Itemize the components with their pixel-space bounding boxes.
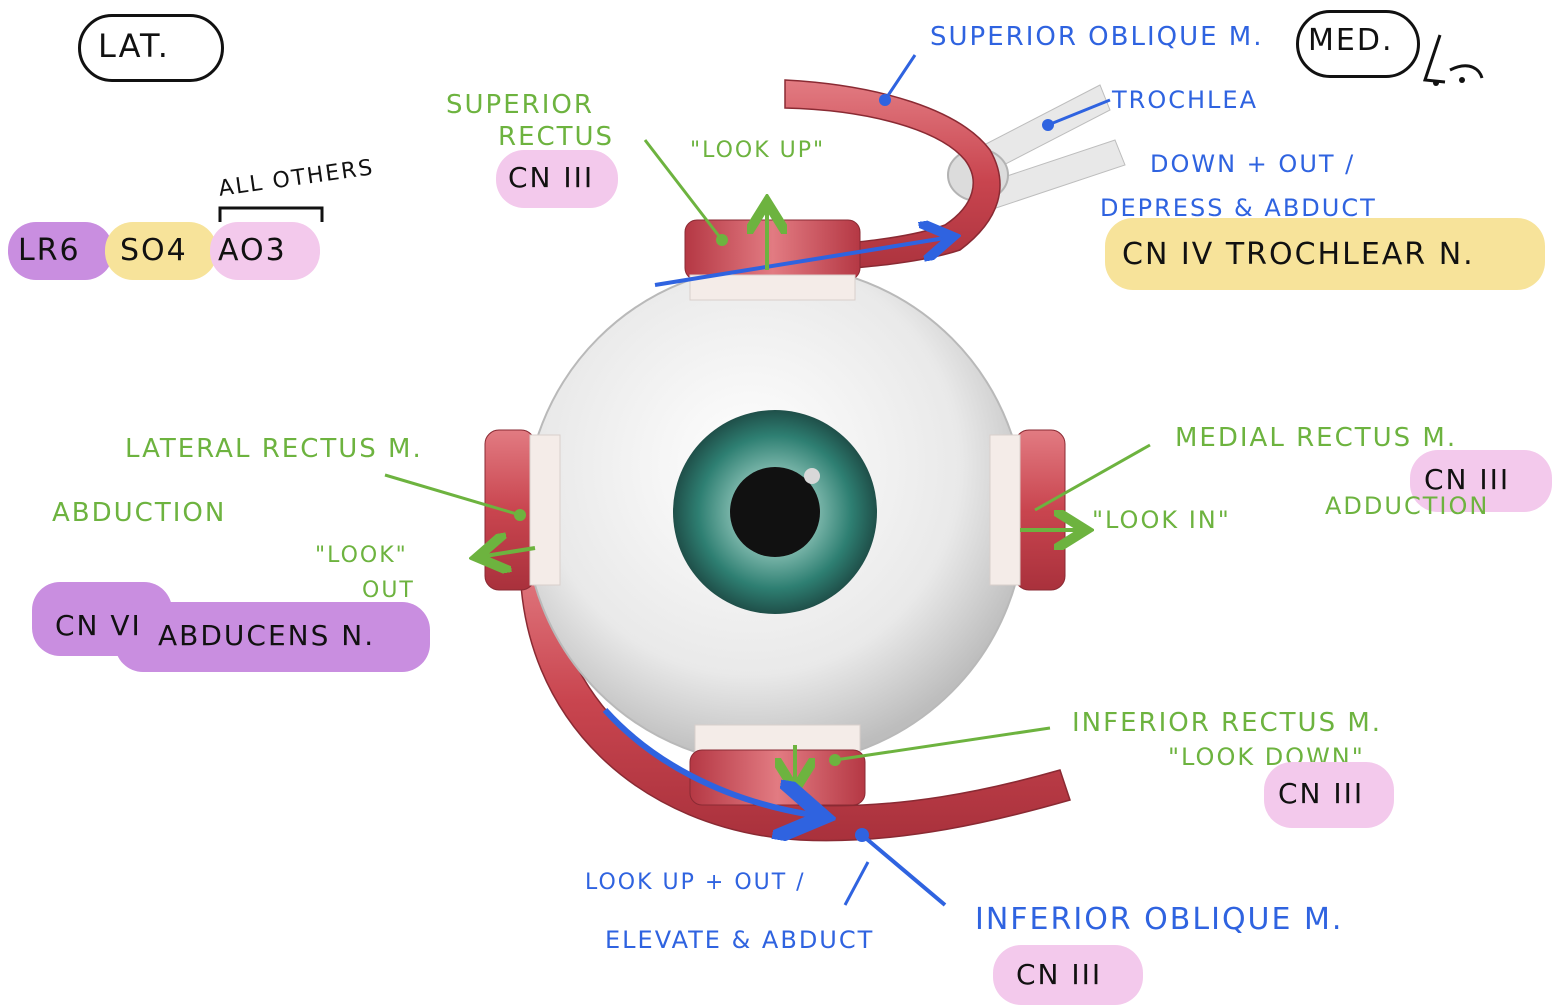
superior-oblique-action-arrow: [654, 238, 945, 287]
lateral-rectus-nerve-2: ABDUCENS N.: [158, 619, 376, 652]
inferior-oblique-nerve: CN III: [1016, 958, 1103, 991]
mnemonic-highlight-2: [105, 222, 217, 280]
lateral-rectus-nerve-1: CN VI: [55, 609, 142, 642]
inferior-oblique-action-1: LOOK UP + OUT /: [585, 870, 806, 895]
leader-lateral-rectus: [384, 473, 521, 517]
mnemonic-bracket: [218, 206, 324, 222]
leader-superior-oblique: [883, 54, 917, 101]
medial-rectus-label: MEDIAL RECTUS M.: [1175, 423, 1458, 453]
medial-rectus-nerve-highlight: [1410, 450, 1552, 512]
inferior-rectus-nerve-highlight: [1264, 762, 1394, 828]
inferior-oblique-action-2: ELEVATE & ABDUCT: [605, 926, 875, 954]
leader-superior-rectus: [643, 139, 724, 241]
superior-rectus-action: "LOOK UP": [690, 138, 826, 163]
trochlea-label: TROCHLEA: [1112, 86, 1258, 114]
superior-oblique-nerve-highlight: [1105, 218, 1545, 290]
medial-label: MED.: [1308, 23, 1394, 58]
mnemonic-highlight-3: [210, 222, 320, 280]
inferior-rectus-nerve: CN III: [1278, 777, 1365, 810]
leader-inferior-oblique: [860, 833, 947, 907]
leader-inferior-rectus: [834, 726, 1051, 762]
superior-rectus-nerve: CN III: [508, 161, 595, 194]
superior-rectus-label-1: SUPERIOR: [446, 90, 594, 120]
medial-rectus-quote: "LOOK IN": [1092, 506, 1231, 534]
mnemonic-part-1: LR6: [18, 233, 81, 268]
pupil-reflection: [804, 468, 820, 484]
medial-rectus-action: ADDUCTION: [1325, 492, 1490, 520]
nose-icon: [1422, 34, 1484, 84]
superior-oblique-label: SUPERIOR OBLIQUE M.: [930, 22, 1264, 52]
lateral-bubble: [78, 14, 224, 82]
inferior-rectus-label: INFERIOR RECTUS M.: [1072, 708, 1383, 738]
superior-rectus-muscle: [684, 219, 861, 301]
lateral-rectus-quote-1: "LOOK": [315, 543, 408, 568]
mnemonic-part-3: AO3: [218, 233, 287, 268]
leader-inferior-oblique-action: [843, 861, 870, 906]
lateral-rectus-nerve-highlight-2: [115, 602, 430, 672]
medial-rectus-muscle: [989, 429, 1066, 591]
mnemonic-part-2: SO4: [120, 233, 188, 268]
lateral-rectus-action-arrow: [485, 548, 536, 556]
medial-rectus-nerve: CN III: [1424, 463, 1511, 496]
leader-trochlea: [1047, 98, 1111, 127]
mnemonic-highlight-1: [8, 222, 113, 280]
leader-medial-rectus: [1034, 443, 1151, 512]
lateral-rectus-label: LATERAL RECTUS M.: [125, 434, 423, 464]
superior-rectus-label-2: RECTUS: [498, 122, 615, 152]
lateral-rectus-action: ABDUCTION: [52, 498, 227, 528]
superior-oblique-nerve: CN IV TROCHLEAR N.: [1122, 237, 1475, 272]
superior-oblique-action-2: DEPRESS & ABDUCT: [1100, 194, 1377, 222]
lateral-rectus-quote-2: OUT: [362, 578, 415, 603]
superior-rectus-nerve-highlight: [496, 150, 618, 208]
inferior-oblique-label: INFERIOR OBLIQUE M.: [975, 902, 1344, 937]
inferior-rectus-muscle: [689, 724, 866, 806]
inferior-oblique-nerve-highlight: [993, 945, 1143, 1005]
medial-bubble: [1296, 10, 1420, 78]
lateral-label: LAT.: [98, 27, 170, 65]
inferior-oblique-action-arrow: [602, 707, 812, 815]
pupil: [730, 467, 820, 557]
superior-oblique-action-1: DOWN + OUT /: [1150, 150, 1356, 178]
